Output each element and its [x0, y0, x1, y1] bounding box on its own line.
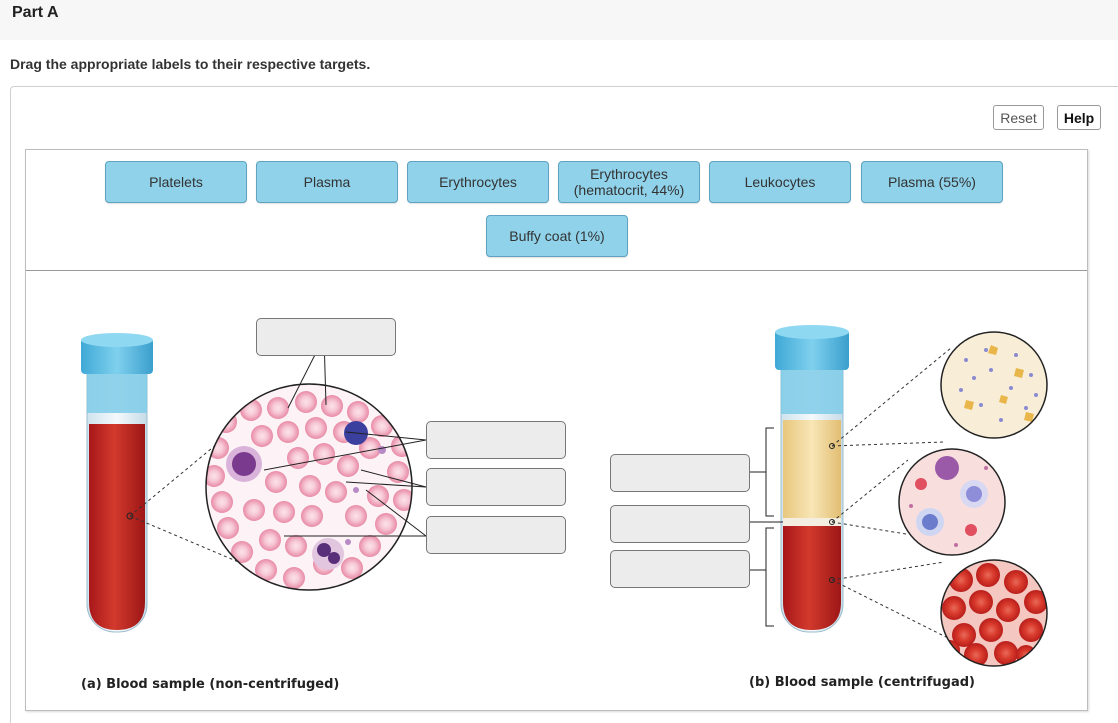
drag-drop-board: Platelets Plasma Erythrocytes Erythrocyt… [25, 149, 1088, 711]
label-bank-divider [26, 270, 1087, 271]
blood-smear-magnified [206, 384, 412, 590]
drop-target-tube-b-1[interactable] [610, 454, 750, 492]
drop-target-smear-3[interactable] [426, 516, 566, 554]
reset-button[interactable]: Reset [993, 105, 1044, 130]
part-title: Part A [12, 4, 59, 21]
caption-a: (a) Blood sample (non-centrifuged) [81, 677, 340, 692]
label-text: Leukocytes [744, 174, 816, 190]
plasma-magnified [941, 332, 1047, 438]
label-plasma[interactable]: Plasma [256, 161, 398, 203]
label-buffy-coat[interactable]: Buffy coat (1%) [486, 215, 628, 257]
drop-target-smear-top[interactable] [256, 318, 396, 356]
drop-target-tube-b-2[interactable] [610, 505, 750, 543]
label-text: Platelets [149, 174, 203, 190]
label-text: Erythrocytes (hematocrit, 44%) [573, 166, 685, 198]
test-tube-b [775, 325, 849, 633]
label-erythrocytes-hematocrit[interactable]: Erythrocytes (hematocrit, 44%) [558, 161, 700, 203]
buffy-coat-magnified [899, 449, 1005, 555]
drop-target-smear-1[interactable] [426, 421, 566, 459]
instructions-text: Drag the appropriate labels to their res… [10, 56, 371, 72]
label-platelets[interactable]: Platelets [105, 161, 247, 203]
label-plasma-55[interactable]: Plasma (55%) [861, 161, 1003, 203]
drop-target-tube-b-3[interactable] [610, 550, 750, 588]
part-header: Part A [0, 0, 1118, 40]
test-tube-a [81, 333, 153, 633]
question-panel [10, 86, 1118, 723]
label-text: Erythrocytes [439, 174, 517, 190]
blood-diagram [81, 325, 1048, 667]
help-button[interactable]: Help [1057, 105, 1101, 130]
label-text: Plasma [303, 174, 351, 190]
label-leukocytes[interactable]: Leukocytes [709, 161, 851, 203]
erythrocytes-magnified [941, 560, 1047, 666]
caption-b: (b) Blood sample (centrifugad) [749, 675, 975, 690]
label-erythrocytes[interactable]: Erythrocytes [407, 161, 549, 203]
drop-target-smear-2[interactable] [426, 468, 566, 506]
label-text: Buffy coat (1%) [509, 228, 605, 244]
label-text: Plasma (55%) [888, 174, 976, 190]
